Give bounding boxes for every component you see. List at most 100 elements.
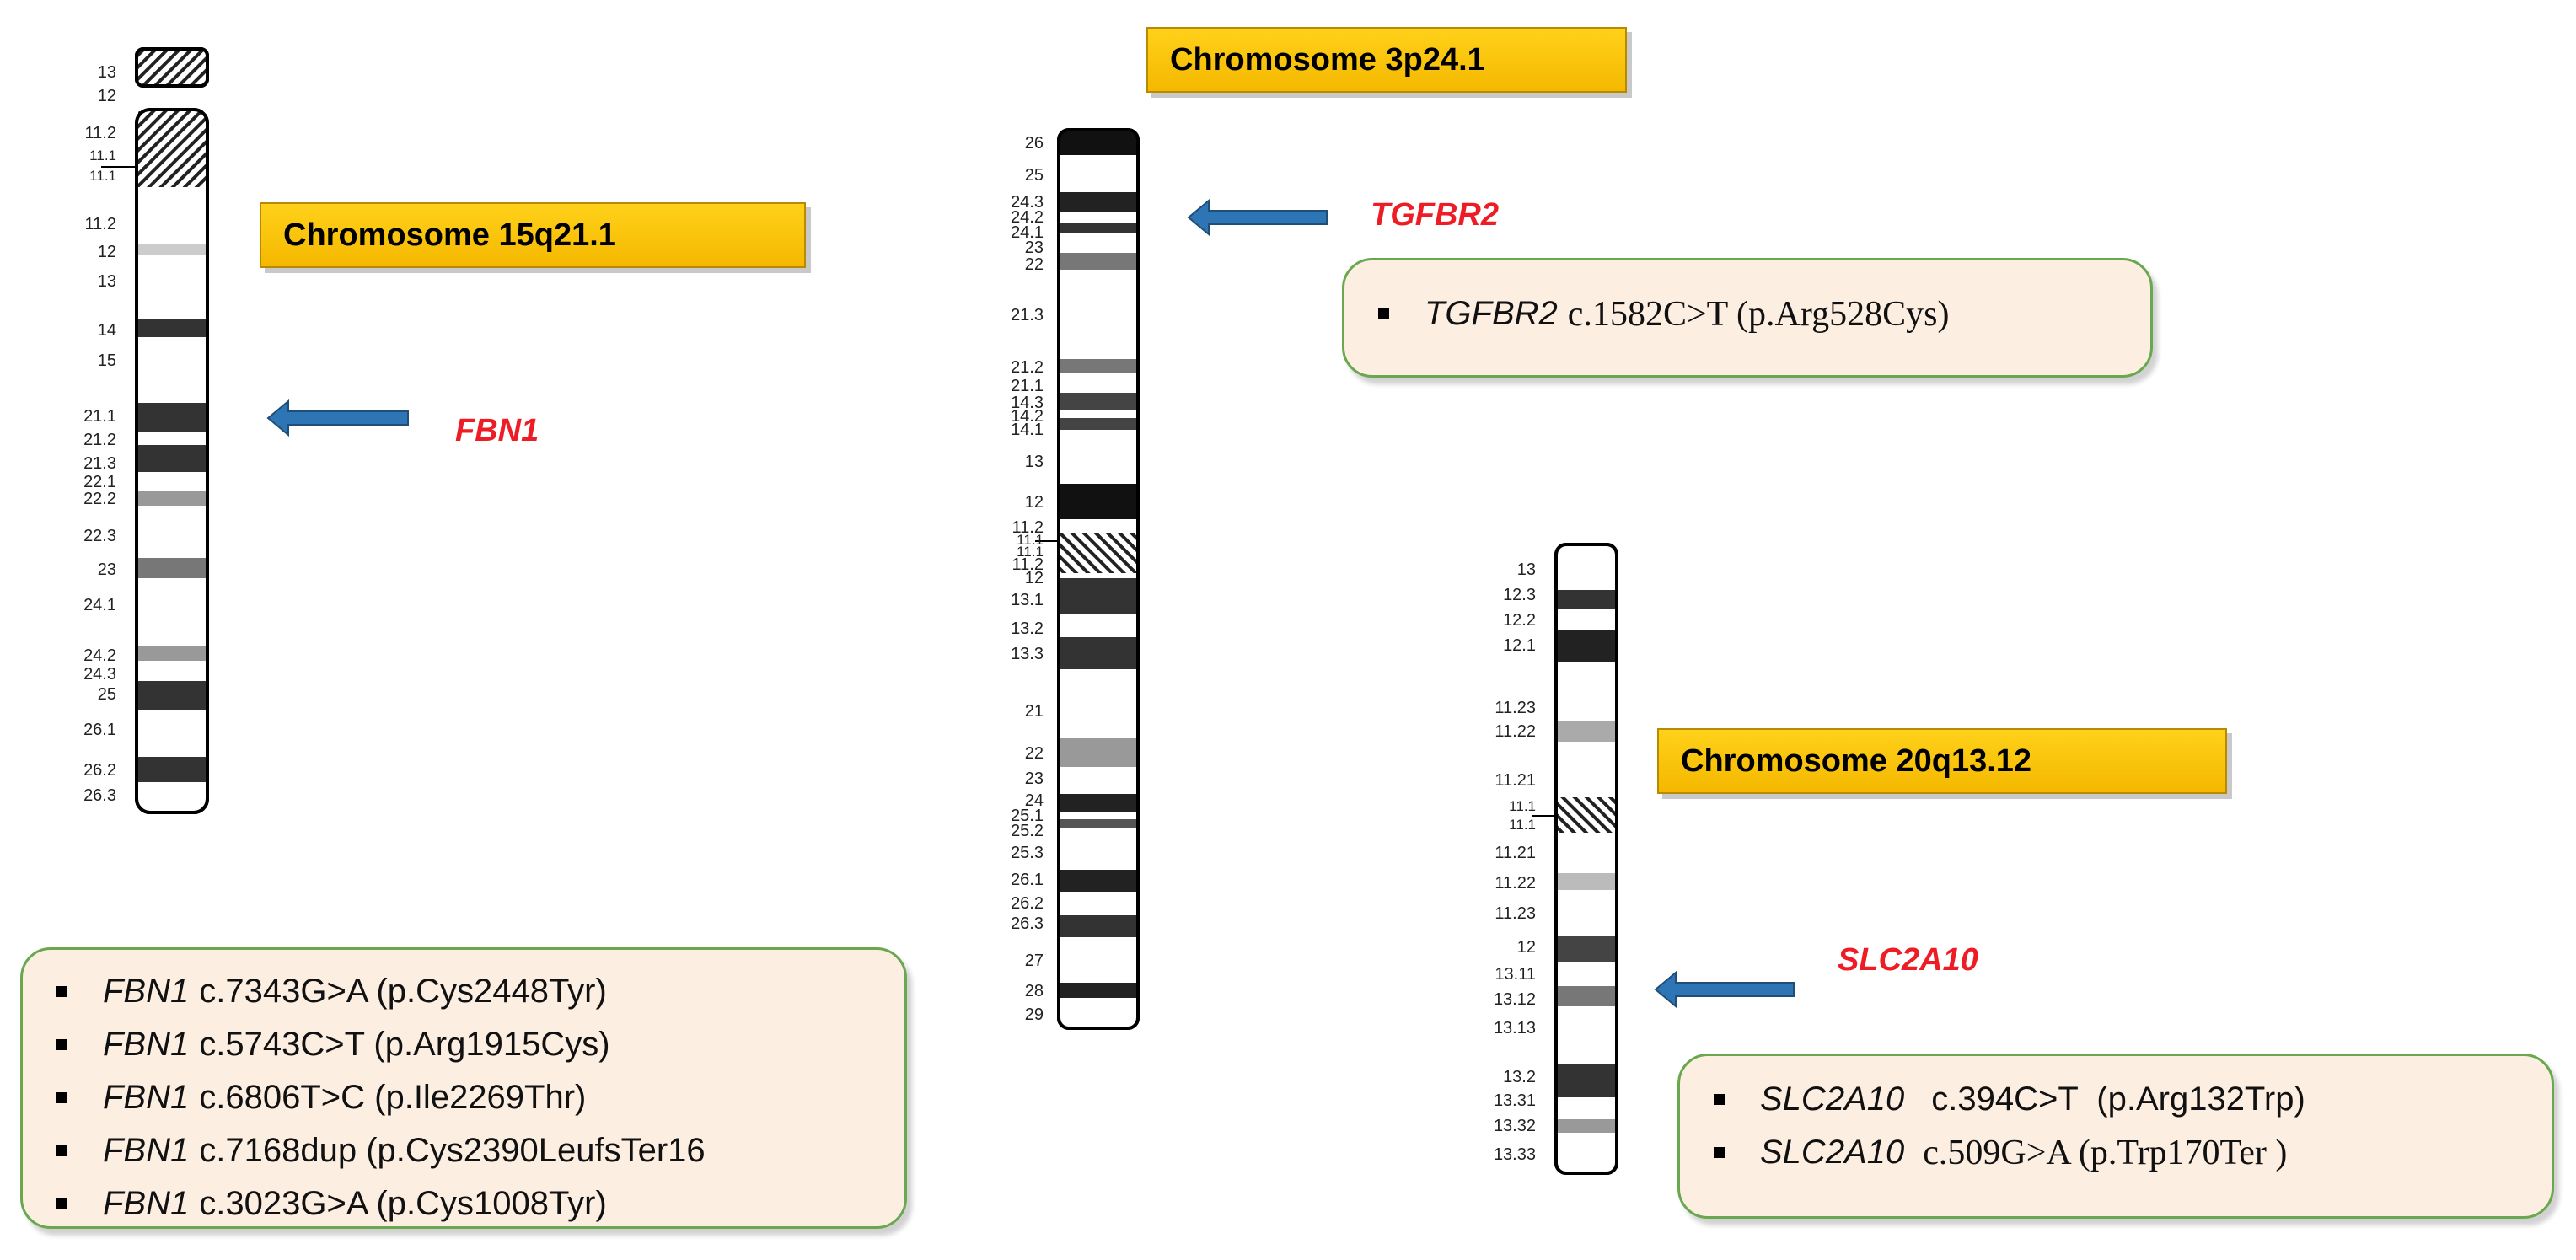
bullet-icon (1378, 308, 1389, 319)
band-label: 12 (98, 87, 116, 105)
band-label: 25 (1025, 166, 1044, 185)
chr20-band-11-22 (1558, 721, 1615, 742)
chr20-band-12-1 (1558, 630, 1615, 662)
list-item: SLC2A10 c.509G>A (p.Trp170Ter ) (1714, 1126, 2535, 1179)
band-label: 21.2 (83, 431, 116, 449)
band-label: 24.1 (83, 596, 116, 614)
band-label: 11.2 (1012, 518, 1044, 537)
bullet-icon (56, 1092, 67, 1103)
chr3-band-13-1 (1060, 578, 1136, 614)
band-label: 11.22 (1495, 874, 1536, 893)
chr3-band-labels: 26 25 24.3 24.2 24.1 23 22 21.3 21.2 21.… (1011, 134, 1044, 1024)
band-label: 11.21 (1495, 844, 1536, 862)
band-label: 22 (1025, 744, 1044, 763)
chr3-ideogram (1035, 128, 1140, 1030)
chr3-band-14-1 (1060, 418, 1136, 430)
chr15-band-21-1 (138, 403, 206, 432)
band-label: 12 (1025, 569, 1044, 587)
band-label: 24.3 (1011, 193, 1044, 212)
band-label: 21.3 (83, 454, 116, 473)
band-label: 13.32 (1494, 1117, 1536, 1135)
list-item: FBN1 c.3023G>A (p.Cys1008Tyr) (56, 1177, 888, 1231)
chr20-band-12q (1558, 936, 1615, 962)
band-label: 22.1 (83, 473, 116, 491)
chr20-centromere (1558, 797, 1615, 833)
variant-gene: FBN1 (103, 973, 190, 1010)
chr3-gene-label: TGFBR2 (1371, 197, 1499, 233)
variant-change: c.3023G>A (p.Cys1008Tyr) (199, 1185, 607, 1222)
chr20-band-labels: 13 12.3 12.2 12.1 11.23 11.22 11.21 11.1… (1494, 560, 1536, 1164)
band-label: 21.1 (1011, 377, 1044, 395)
band-label: 21.1 (83, 407, 116, 426)
band-label: 13.2 (1011, 619, 1044, 638)
variant-gene: FBN1 (103, 1185, 190, 1222)
list-item: TGFBR2 c.1582C>T (p.Arg528Cys) (1378, 287, 2133, 340)
band-label: 24.2 (1011, 208, 1044, 227)
chr15-gene-label: FBN1 (455, 413, 539, 448)
band-label: 11.23 (1495, 699, 1536, 717)
band-label: 11.1 (1017, 532, 1044, 548)
chr15-band-23 (138, 558, 206, 578)
band-label: 29 (1025, 1005, 1044, 1024)
band-label: 11.22 (1495, 722, 1536, 741)
chr15-centromere (138, 111, 206, 187)
variant-gene: SLC2A10 (1760, 1134, 1905, 1171)
chr3-band-24-1 (1060, 223, 1136, 233)
band-label: 21.3 (1011, 306, 1044, 324)
band-label: 13.31 (1494, 1091, 1536, 1110)
chr20-gene-label: SLC2A10 (1838, 942, 1978, 978)
band-label: 13.12 (1494, 990, 1536, 1009)
band-label: 24.2 (83, 646, 116, 665)
chr15-band-26-2 (138, 757, 206, 782)
band-label: 22.2 (83, 490, 116, 508)
chr3-band-24-3 (1060, 192, 1136, 212)
bullet-icon (56, 1145, 67, 1156)
band-label: 11.2 (1012, 555, 1044, 574)
chr15-arrow-icon (266, 399, 409, 437)
band-label: 11.1 (89, 168, 116, 184)
band-label: 23 (1025, 769, 1044, 788)
chr15-band-12 (138, 244, 206, 255)
list-item: SLC2A10 c.394C>T (p.Arg132Trp) (1714, 1073, 2535, 1126)
chr3-band-25-1 (1060, 819, 1136, 828)
band-label: 26.1 (83, 721, 116, 739)
chr3-band-21-2 (1060, 359, 1136, 373)
variant-change: c.5743C>T (p.Arg1915Cys) (199, 1026, 610, 1063)
variant-gene: FBN1 (103, 1079, 190, 1116)
band-label: 26.2 (1011, 894, 1044, 913)
band-label: 26.3 (83, 786, 116, 805)
list-item: FBN1 c.7168dup (p.Cys2390LeufsTer16 (56, 1124, 888, 1177)
band-label: 12.1 (1503, 636, 1536, 655)
band-label: 26.2 (83, 761, 116, 780)
bullet-icon (1714, 1147, 1725, 1158)
band-label: 12.3 (1503, 586, 1536, 604)
chr15-band-21-3 (138, 445, 206, 472)
band-label: 13.33 (1494, 1145, 1536, 1164)
band-label: 13 (1025, 453, 1044, 471)
band-label: 26.3 (1011, 914, 1044, 933)
bullet-icon (56, 1198, 67, 1209)
band-label: 25.2 (1011, 822, 1044, 840)
band-label: 26.1 (1011, 871, 1044, 889)
variant-gene: SLC2A10 (1760, 1080, 1905, 1118)
chr20-variant-list: SLC2A10 c.394C>T (p.Arg132Trp) SLC2A10 c… (1714, 1073, 2535, 1179)
chr15-band-24-2 (138, 646, 206, 661)
chr3-variant-list: TGFBR2 c.1582C>T (p.Arg528Cys) (1378, 287, 2133, 340)
chr3-band-26 (1060, 131, 1136, 155)
variant-gene: TGFBR2 (1425, 295, 1558, 332)
variant-change: c.6806T>C (p.Ile2269Thr) (199, 1079, 587, 1116)
chr3-band-13-3 (1060, 637, 1136, 669)
chr15-band-22-2 (138, 491, 206, 506)
band-label: 11.1 (89, 147, 116, 164)
band-label: 21.2 (1011, 358, 1044, 377)
band-label: 13.11 (1495, 965, 1536, 984)
chr20-variant-box: SLC2A10 c.394C>T (p.Arg132Trp) SLC2A10 c… (1677, 1054, 2554, 1219)
band-label: 12.2 (1503, 611, 1536, 630)
chr15-variant-list: FBN1 c.7343G>A (p.Cys2448Tyr) FBN1 c.574… (56, 965, 888, 1231)
band-label: 21 (1025, 702, 1044, 721)
band-label: 22 (1025, 255, 1044, 274)
band-label: 13.2 (1503, 1068, 1536, 1086)
band-label: 13.3 (1011, 645, 1044, 663)
variant-gene: FBN1 (103, 1132, 190, 1169)
